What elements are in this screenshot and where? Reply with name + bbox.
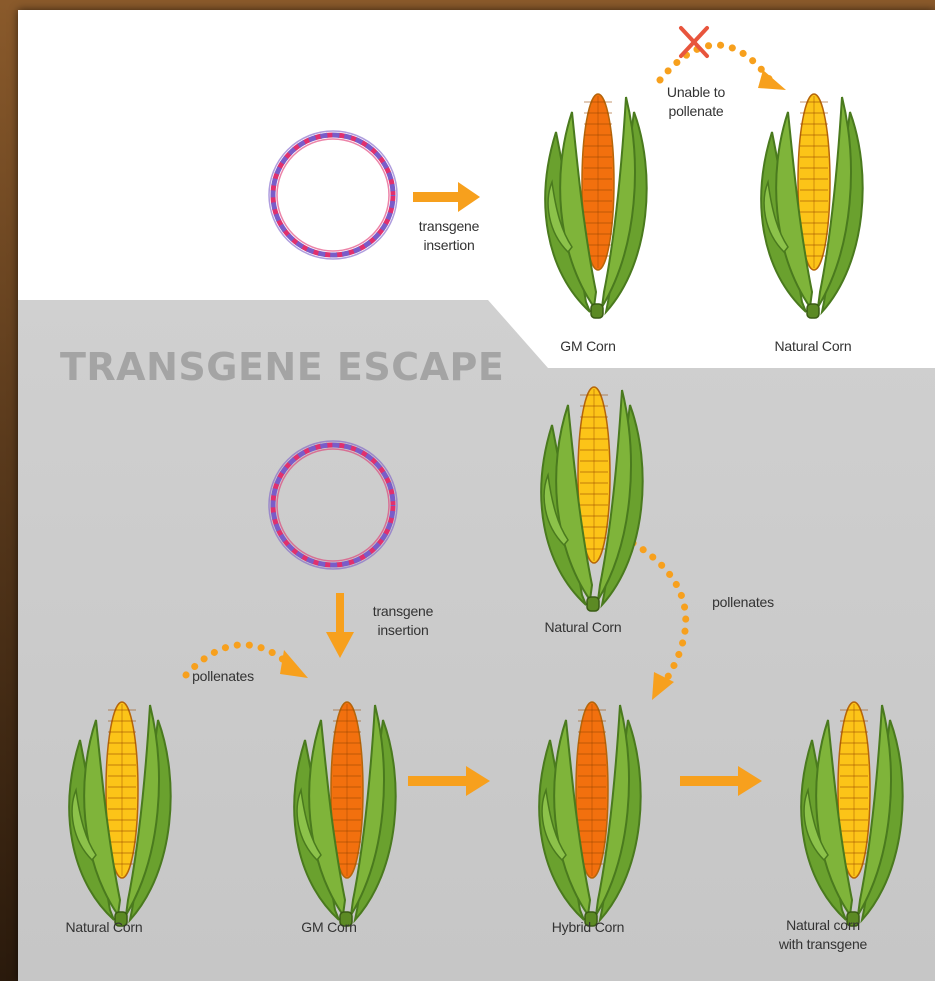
label-middle-natural-corn: Natural Corn: [523, 618, 643, 637]
label-pollenates-left: pollenates: [178, 667, 268, 686]
label-bottom-hybrid-corn: Hybrid Corn: [528, 918, 648, 937]
label-bottom-natural-corn-with-transgene: Natural corn with transgene: [758, 916, 888, 954]
label-top-natural-corn: Natural Corn: [753, 337, 873, 356]
diagram-frame: TRANSGENE ESCAPE transgene insertion Una…: [18, 10, 935, 981]
label-unable-to-pollenate: Unable to pollenate: [646, 83, 746, 121]
label-transgene-insertion-middle: transgene insertion: [358, 602, 448, 640]
label-bottom-gm-corn: GM Corn: [279, 918, 379, 937]
diagram-title: TRANSGENE ESCAPE: [60, 345, 504, 389]
label-bottom-natural-corn: Natural Corn: [44, 918, 164, 937]
label-pollenates-right: pollenates: [698, 593, 788, 612]
label-transgene-insertion-top: transgene insertion: [404, 217, 494, 255]
diagram-svg: [18, 10, 935, 981]
label-top-gm-corn: GM Corn: [538, 337, 638, 356]
